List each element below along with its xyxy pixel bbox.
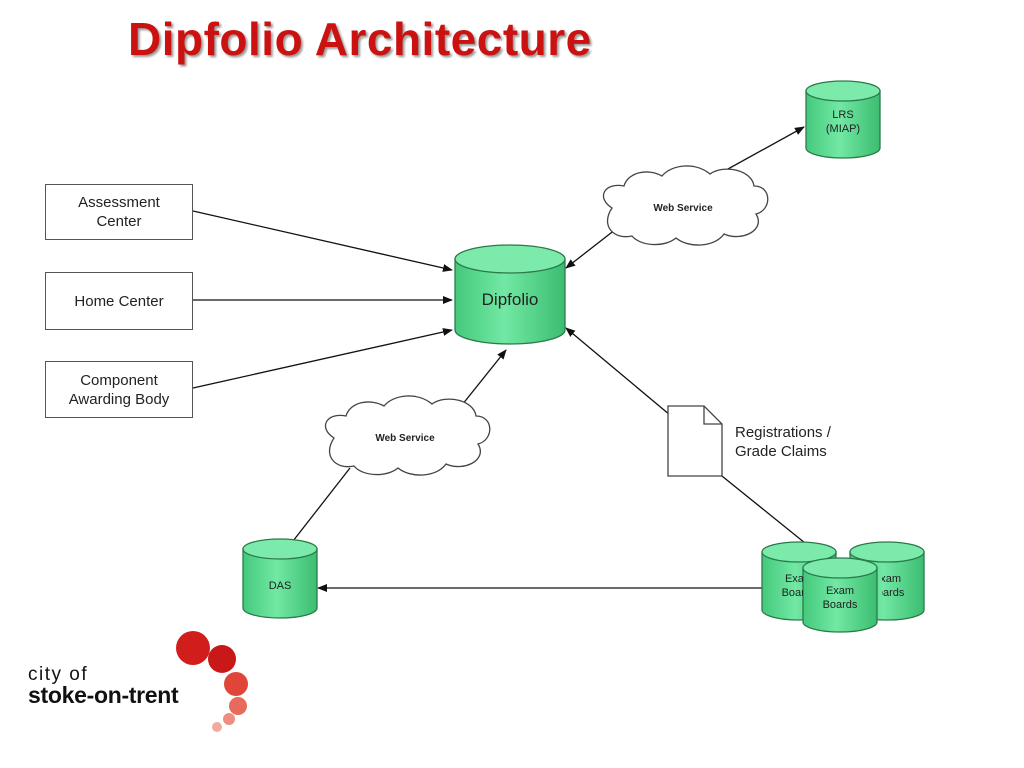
- document-icon: [667, 405, 723, 477]
- arrow-registrations-to-dipfolio: [565, 327, 671, 416]
- dipfolio-label: Dipfolio: [481, 290, 539, 309]
- component-awarding-body-box: Component Awarding Body: [45, 361, 193, 418]
- dipfolio-database-icon: [454, 244, 566, 345]
- web-service-left-label: Web Service: [375, 433, 435, 444]
- das-database-icon: [242, 538, 318, 619]
- lrs-database-icon: [805, 80, 881, 159]
- web-service-cloud-left: [324, 395, 491, 476]
- stoke-logo-icon: [176, 631, 248, 732]
- assessment-center-box: Assessment Center: [45, 184, 193, 240]
- exam-boards-back-left-label: Exam Boards: [781, 573, 817, 599]
- arrow-component-to-dipfolio: [192, 328, 453, 389]
- web-service-cloud-top: [602, 165, 769, 246]
- page-title: Dipfolio Architecture: [128, 13, 592, 65]
- exam-boards-front-label: Exam Boards: [822, 585, 858, 611]
- arrow-assessment-to-dipfolio: [192, 210, 453, 272]
- logo-city-of-text: city of: [28, 664, 89, 685]
- registrations-grade-claims-label: Registrations / Grade Claims: [735, 424, 831, 460]
- arrow-dipfolio-das-a: [457, 349, 507, 411]
- exam-boards-front-icon: [802, 557, 878, 633]
- arrow-dipfolio-das-b: [285, 467, 351, 551]
- web-service-top-label: Web Service: [653, 203, 713, 214]
- das-label: DAS: [268, 580, 292, 592]
- exam-boards-back-right-label: Exam Boards: [869, 573, 905, 599]
- home-center-box: Home Center: [45, 272, 193, 330]
- logo-stoke-on-trent-text: stoke-on-trent: [28, 682, 179, 708]
- lrs-label: LRS (MIAP): [825, 109, 861, 135]
